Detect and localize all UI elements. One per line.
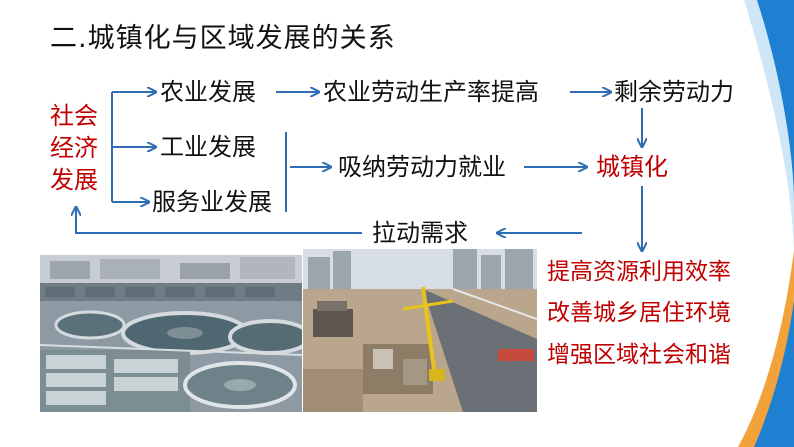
photo-urban-construction-site: [303, 249, 537, 412]
node-urbanization: 城镇化: [596, 153, 668, 181]
node-industry: 工业发展: [160, 133, 256, 161]
origin-line-3: 发展: [50, 166, 98, 194]
photo-water-treatment-plant: [40, 255, 302, 412]
deco-orange-band: [738, 250, 794, 447]
origin-line-1: 社会: [50, 102, 98, 130]
node-services: 服务业发展: [152, 188, 272, 216]
outcome-living-environment: 改善城乡居住环境: [547, 300, 731, 326]
origin-line-2: 经济: [50, 134, 98, 162]
node-surplus-labor: 剩余劳动力: [614, 78, 734, 106]
slide-title: 二.城镇化与区域发展的关系: [50, 23, 396, 54]
arrow-demand-to-origin: [76, 208, 362, 234]
deco-blue-band: [757, 0, 794, 200]
node-agriculture: 农业发展: [160, 78, 256, 106]
node-absorb-labor: 吸纳劳动力就业: [338, 153, 506, 181]
node-demand: 拉动需求: [372, 219, 468, 247]
node-productivity: 农业劳动生产率提高: [323, 78, 539, 106]
deco-blue-lower-band: [754, 300, 794, 447]
outcome-regional-harmony: 增强区域社会和谐: [547, 342, 731, 368]
origin-socio-economic-development: 社会 经济 发展: [44, 100, 104, 196]
outcome-resource-efficiency: 提高资源利用效率: [547, 259, 731, 285]
